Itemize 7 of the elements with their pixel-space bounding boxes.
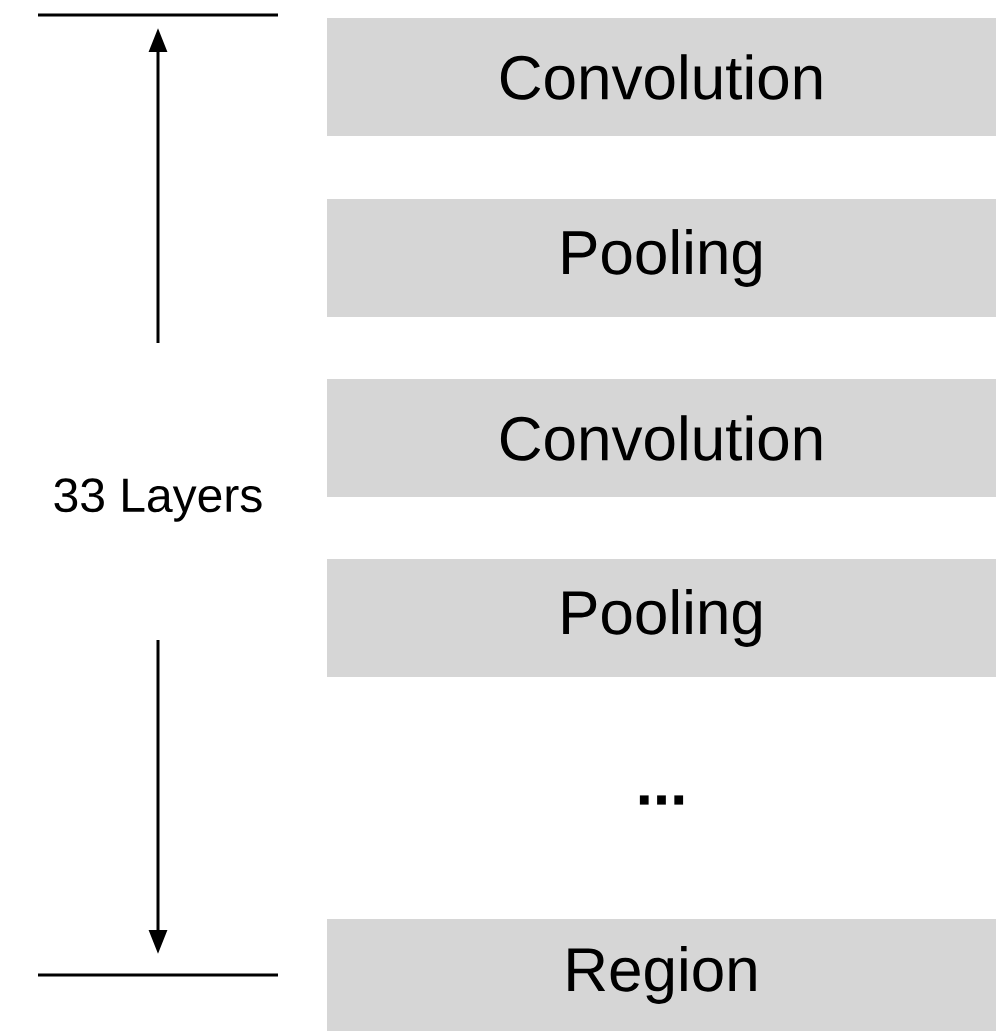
ellipsis: ... (639, 795, 684, 805)
layer-box: Convolution (327, 18, 996, 136)
layer-box: Pooling (327, 559, 996, 677)
layer-box: Pooling (327, 199, 996, 317)
layer-box: Convolution (327, 379, 996, 497)
dimension-label: 33 Layers (54, 478, 262, 522)
layer-box: Region (327, 919, 996, 1031)
